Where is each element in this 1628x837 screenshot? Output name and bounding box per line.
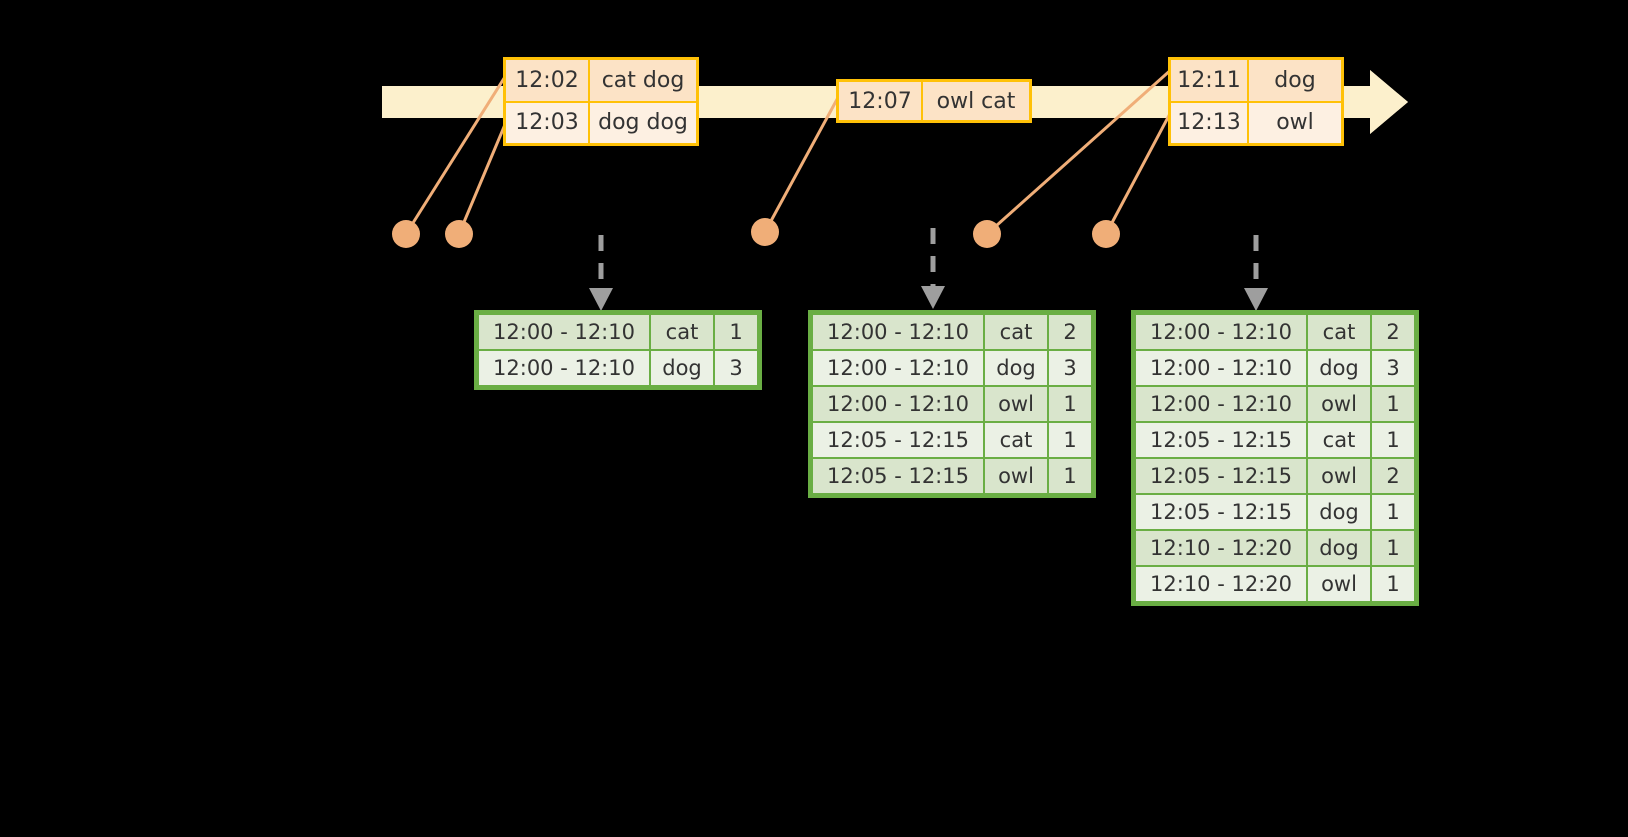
window-cell: 12:00 - 12:10 [479, 315, 649, 349]
word-cell: dog [985, 351, 1047, 385]
word-cell: dog [1308, 531, 1370, 565]
event-group-3[interactable]: 12:11 dog 12:13 owl [1168, 57, 1344, 146]
event-time: 12:02 [506, 60, 590, 101]
event-words: dog [1274, 67, 1316, 93]
connector-line [1104, 107, 1175, 235]
count-cell: 2 [1372, 315, 1414, 349]
arrow-head [1244, 288, 1268, 311]
connector-dot [1092, 220, 1120, 248]
connector-line [457, 114, 511, 235]
count-cell: 1 [1372, 531, 1414, 565]
arrow-head [921, 286, 945, 309]
event-words: owl [1276, 110, 1314, 136]
count-cell: 1 [1049, 387, 1091, 421]
connector-line [404, 71, 510, 235]
word-cell: cat [1308, 315, 1370, 349]
window-cell: 12:00 - 12:10 [479, 351, 649, 385]
count-cell: 3 [715, 351, 757, 385]
event-words: owl cat [936, 88, 1016, 114]
arrow-head [589, 288, 613, 311]
count-cell: 2 [1372, 459, 1414, 493]
word-cell: cat [1308, 423, 1370, 457]
count-cell: 2 [1049, 315, 1091, 349]
word-cell: dog [1308, 351, 1370, 385]
count-cell: 3 [1049, 351, 1091, 385]
window-cell: 12:10 - 12:20 [1136, 567, 1306, 601]
event-row[interactable]: 12:11 dog [1171, 60, 1341, 101]
connector-line [763, 91, 843, 233]
count-cell: 1 [1049, 459, 1091, 493]
count-cell: 1 [1372, 423, 1414, 457]
word-cell: owl [1308, 567, 1370, 601]
count-cell: 1 [1372, 495, 1414, 529]
event-group-1[interactable]: 12:02 cat dog 12:03 dog dog [503, 57, 699, 146]
window-cell: 12:00 - 12:10 [1136, 387, 1306, 421]
count-cell: 1 [1049, 423, 1091, 457]
event-words: cat dog [601, 67, 685, 93]
emit-arrow-group [598, 228, 1259, 288]
connector-dots [392, 218, 1120, 248]
count-cell: 1 [715, 315, 757, 349]
event-time: 12:03 [506, 102, 590, 143]
window-cell: 12:05 - 12:15 [1136, 459, 1306, 493]
connector-dot [973, 220, 1001, 248]
event-group-2[interactable]: 12:07 owl cat [836, 79, 1032, 123]
connector-dot [445, 220, 473, 248]
window-cell: 12:10 - 12:20 [1136, 531, 1306, 565]
window-cell: 12:05 - 12:15 [1136, 423, 1306, 457]
window-cell: 12:00 - 12:10 [813, 315, 983, 349]
window-cell: 12:00 - 12:10 [813, 351, 983, 385]
event-row[interactable]: 12:13 owl [1171, 100, 1341, 143]
count-cell: 1 [1372, 567, 1414, 601]
window-cell: 12:00 - 12:10 [1136, 315, 1306, 349]
window-cell: 12:00 - 12:10 [813, 387, 983, 421]
event-time: 12:07 [839, 82, 923, 120]
event-time: 12:13 [1171, 102, 1249, 143]
word-cell: owl [985, 387, 1047, 421]
connector-dot [392, 220, 420, 248]
window-cell: 12:05 - 12:15 [1136, 495, 1306, 529]
event-row[interactable]: 12:02 cat dog [506, 60, 696, 101]
word-cell: owl [1308, 387, 1370, 421]
word-cell: dog [1308, 495, 1370, 529]
window-cell: 12:05 - 12:15 [813, 423, 983, 457]
word-cell: owl [1308, 459, 1370, 493]
emit-arrow-heads [589, 286, 1268, 311]
word-cell: owl [985, 459, 1047, 493]
count-cell: 1 [1372, 387, 1414, 421]
word-cell: dog [651, 351, 713, 385]
word-cell: cat [985, 423, 1047, 457]
count-cell: 3 [1372, 351, 1414, 385]
window-cell: 12:00 - 12:10 [1136, 351, 1306, 385]
word-cell: cat [985, 315, 1047, 349]
event-time: 12:11 [1171, 60, 1249, 101]
event-words: dog dog [598, 110, 688, 136]
event-row[interactable]: 12:03 dog dog [506, 100, 696, 143]
word-cell: cat [651, 315, 713, 349]
window-cell: 12:05 - 12:15 [813, 459, 983, 493]
event-row[interactable]: 12:07 owl cat [839, 82, 1029, 120]
connector-dot [751, 218, 779, 246]
